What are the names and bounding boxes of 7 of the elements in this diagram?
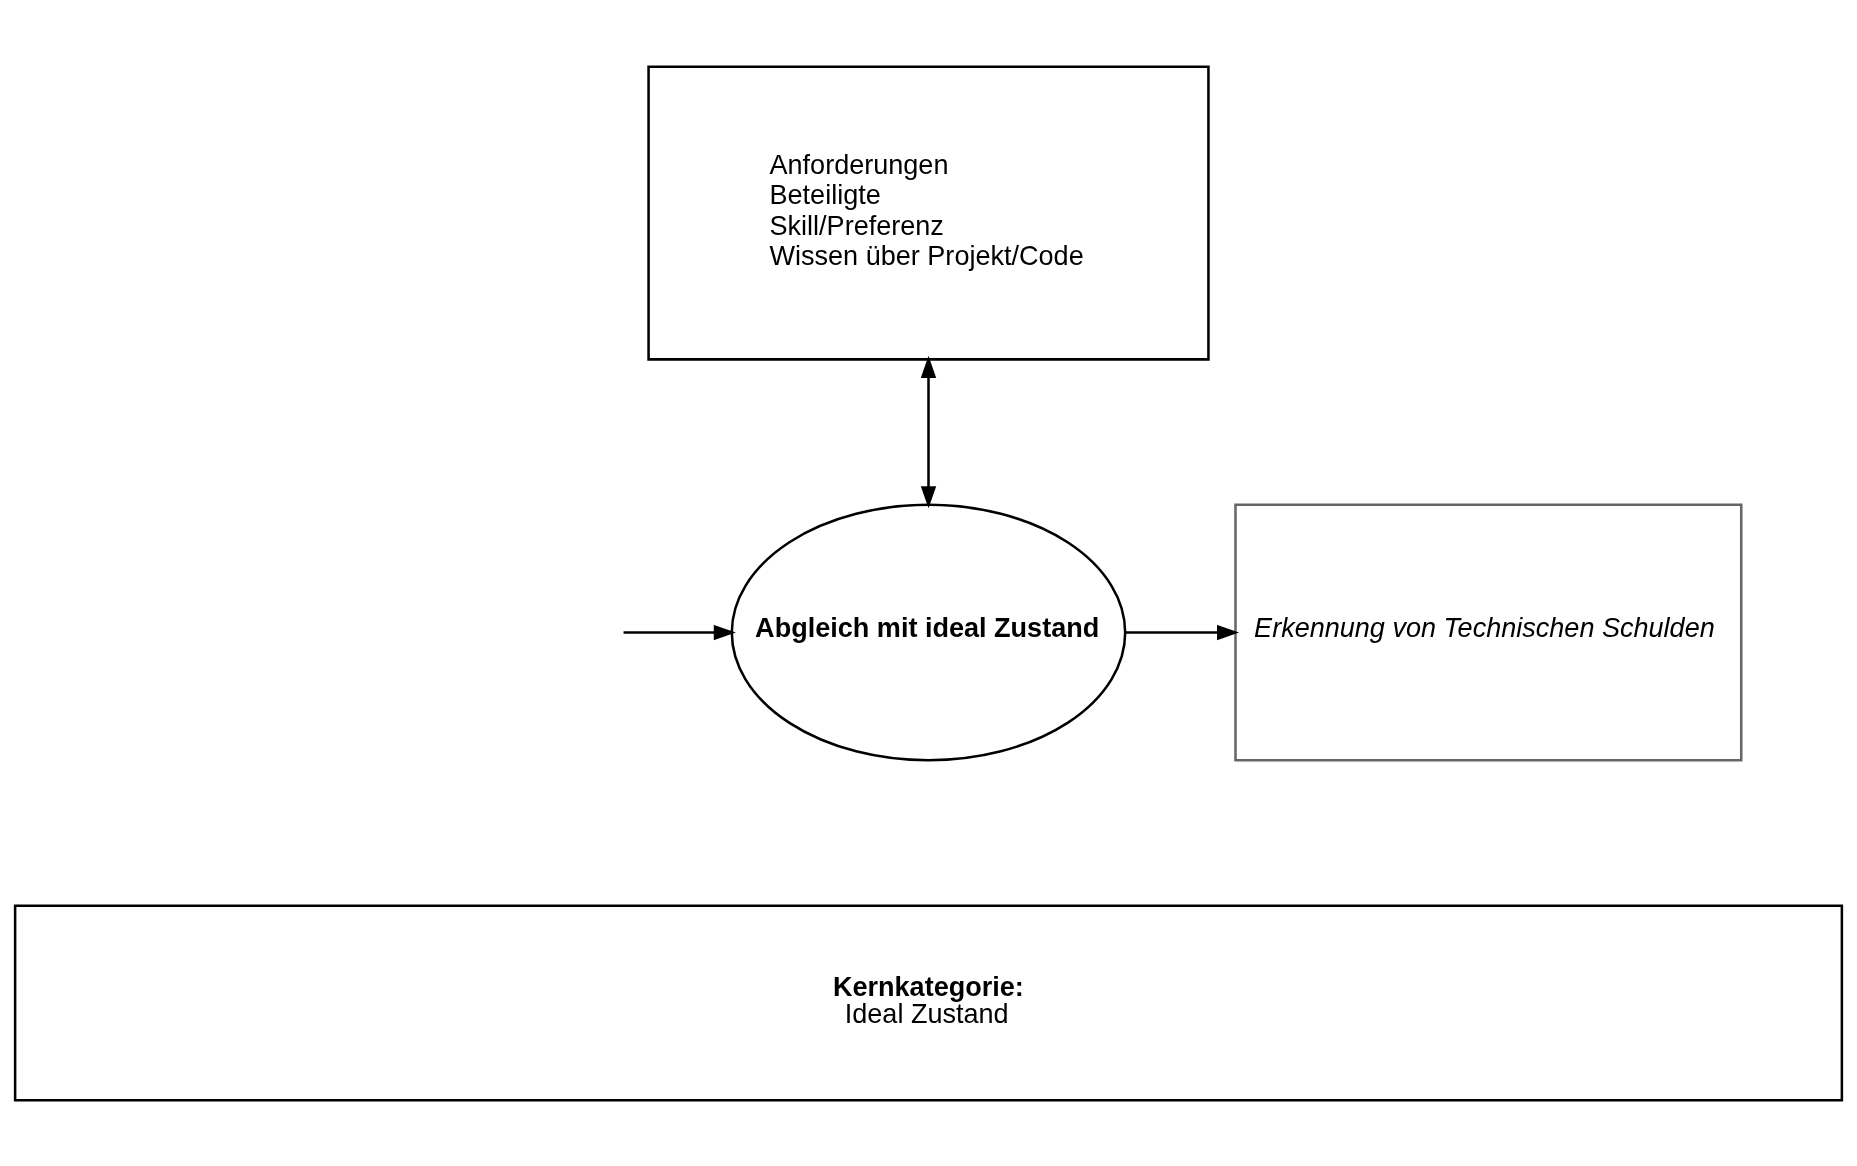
- node-box: Anforderungen Beteiligte Skill/Preferenz Wissen über Projekt/Code: [647, 65, 1210, 361]
- node-box: Erkennung von Technischen Schulden: [1234, 503, 1743, 762]
- node-ellipse: Abgleich mit ideal Zustand: [730, 503, 1127, 762]
- arrow: [920, 355, 937, 508]
- node-box: Kernkategorie: Ideal Zustand: [13, 903, 1844, 1101]
- arrow: [1125, 624, 1240, 640]
- arrow: [623, 624, 736, 640]
